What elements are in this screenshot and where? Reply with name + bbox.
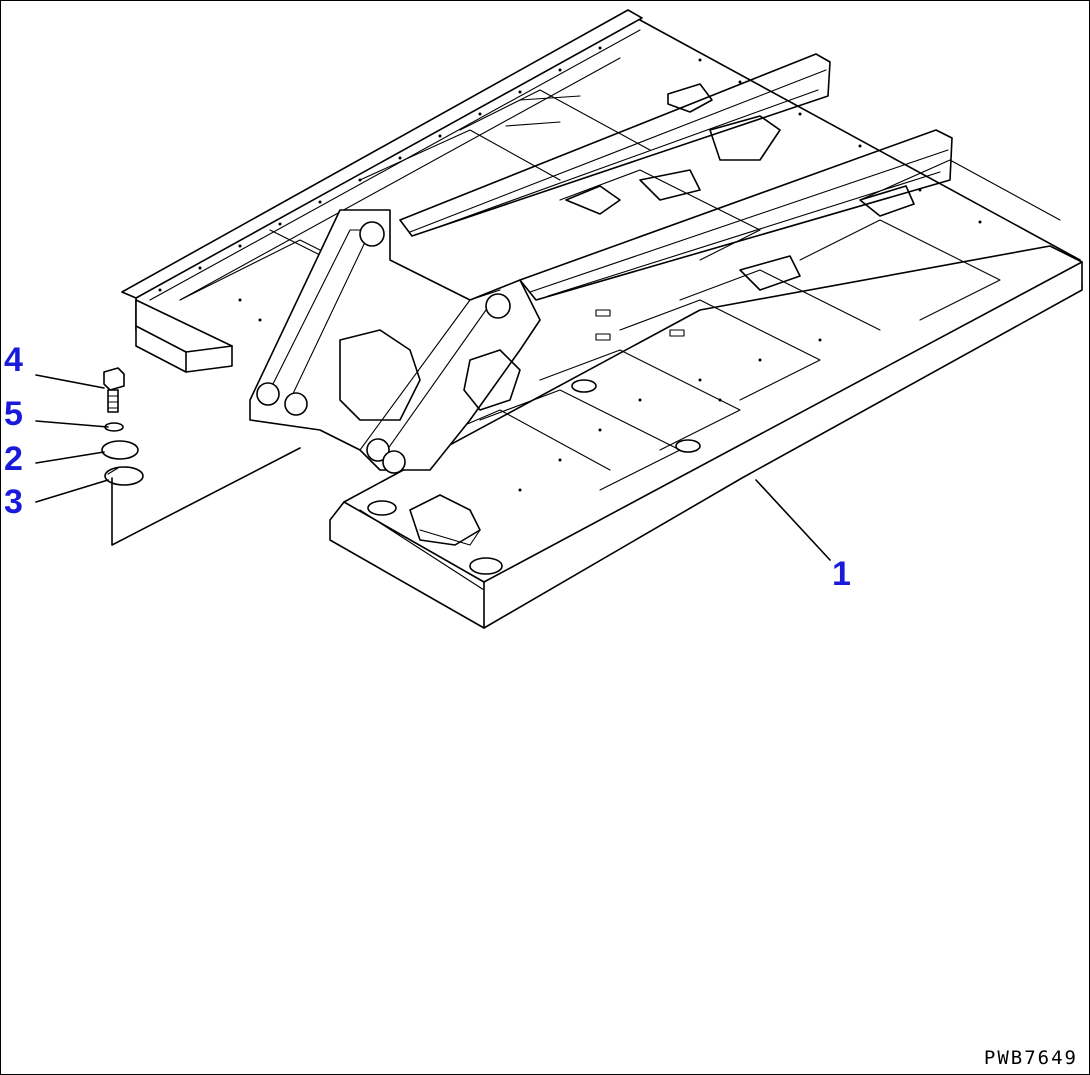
callout-label-5: 5 — [4, 395, 23, 433]
callout-label-3: 3 — [4, 483, 23, 521]
leader-lines — [35, 374, 831, 561]
callout-label-1: 1 — [832, 555, 851, 593]
bolt-part-4 — [103, 367, 125, 413]
hardware-stack — [101, 367, 144, 486]
drawing-code: PWB7649 — [983, 1047, 1078, 1069]
callout-label-4: 4 — [4, 341, 23, 379]
callout-label-2: 2 — [4, 440, 23, 478]
cap-part-2 — [101, 440, 139, 460]
main-frame — [121, 9, 1083, 629]
rivet-dots — [158, 46, 982, 492]
plate-part-3 — [104, 466, 144, 486]
